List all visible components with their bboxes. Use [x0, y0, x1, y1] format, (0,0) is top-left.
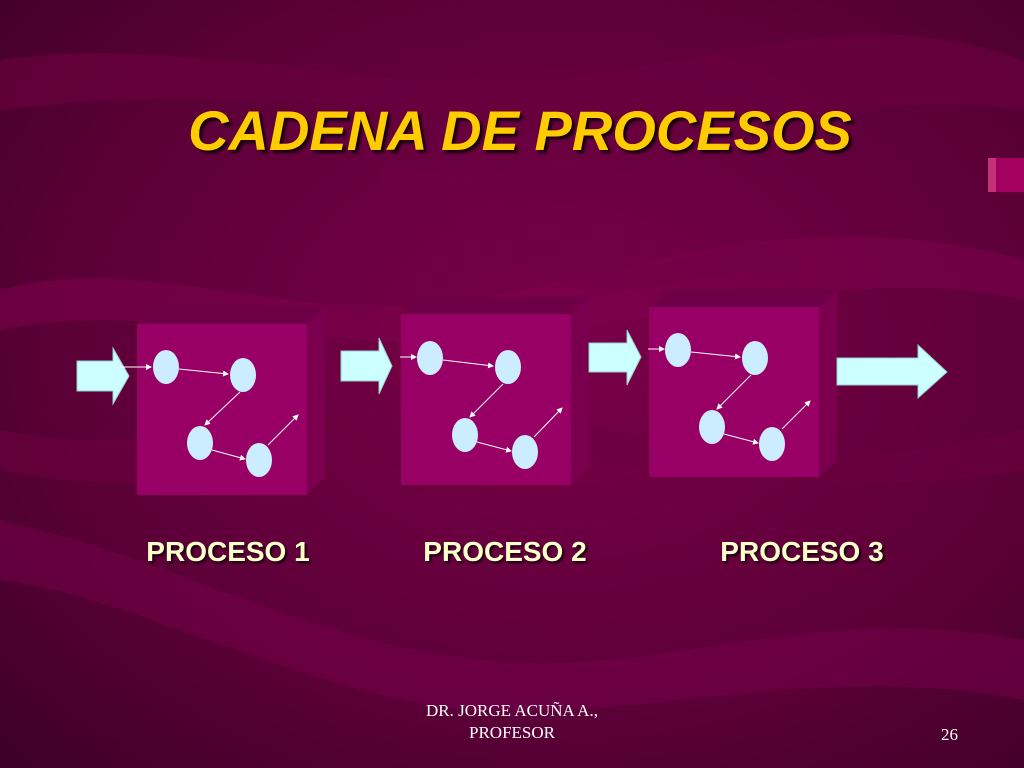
footer-author-line2: PROFESOR — [469, 723, 555, 742]
process-node — [230, 358, 256, 392]
process-node — [153, 350, 179, 384]
process-node — [512, 435, 538, 469]
process-node — [495, 350, 521, 384]
process-label-3: PROCESO 3 — [720, 536, 884, 567]
connector-arrow-1 — [340, 337, 393, 395]
process-node — [699, 410, 725, 444]
page-number: 26 — [941, 725, 958, 744]
connector-arrow-2 — [588, 329, 642, 386]
process-node — [417, 341, 443, 375]
slide-title: CADENA DE PROCESOS — [188, 99, 852, 162]
input-arrow — [76, 346, 130, 406]
process-label-1: PROCESO 1 — [146, 536, 310, 567]
process-node — [742, 341, 768, 375]
process-node — [187, 426, 213, 460]
process-node — [665, 333, 691, 367]
process-node — [452, 418, 478, 452]
process-label-2: PROCESO 2 — [423, 536, 587, 567]
process-node — [246, 443, 272, 477]
process-box-2 — [400, 297, 589, 485]
output-arrow — [836, 343, 948, 400]
process-box-3 — [648, 289, 837, 477]
process-box-1 — [120, 306, 325, 495]
process-node — [759, 427, 785, 461]
footer-author-line1: DR. JORGE ACUÑA A., — [426, 701, 598, 720]
footer-author: DR. JORGE ACUÑA A., PROFESOR — [392, 700, 632, 744]
